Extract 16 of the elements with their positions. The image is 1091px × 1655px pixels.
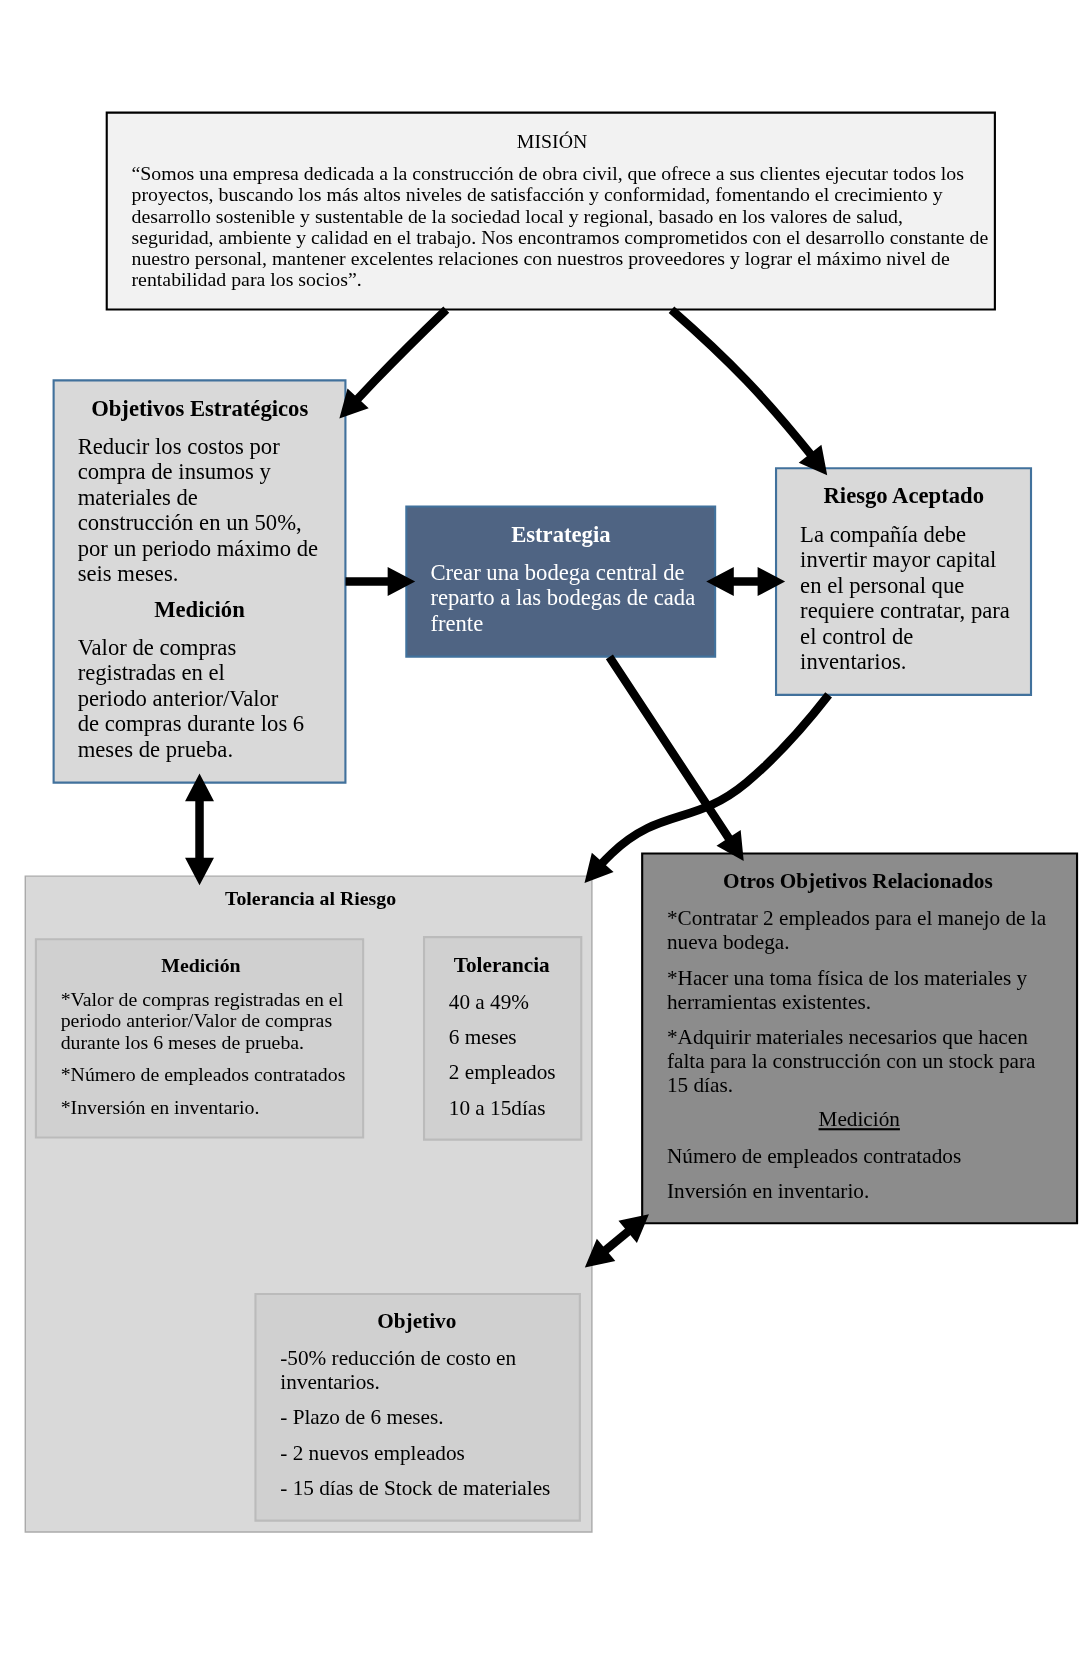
- node-box: Estrategia Crear una bodega central de reparto a las bodegas de cada frente: [405, 504, 717, 658]
- arrow: [345, 566, 416, 596]
- node-box: Objetivos Estratégicos Reducir los costos por compra de insumos y materiales de construcción en un 50%, por un periodo máximo de seis meses. Medición Valor de compras registradas en el periodo anterior/Valor de compras durante los 6 meses de prueba.: [52, 378, 347, 784]
- node-box: Otros Objetivos Relacionados *Contratar 2 empleados para el manejo de la nueva bodega. *Hacer una toma física de los materiales y herramientas existentes. *Adquirir materiales necesarios que hacen falta para la construcción con un stock para 15 días. Medición Número de empleados contratados Inversión en inventario.: [641, 851, 1079, 1224]
- arrow: [185, 773, 214, 885]
- arrow: [584, 691, 832, 883]
- node-box: Medición *Valor de compras registradas en el periodo anterior/Valor de compras durante los 6 meses de prueba. *Número de empleados contratados *Inversión en inventario.: [34, 937, 365, 1139]
- arrow: [584, 1213, 649, 1267]
- arrow: [668, 306, 828, 475]
- node-box: Objetivo -50% reducción de costo en inventarios. - Plazo de 6 meses. - 2 nuevos empleados - 15 días de Stock de materiales: [254, 1292, 581, 1522]
- node-box: Tolerancia 40 a 49% 6 meses 2 empleados 10 a 15días: [422, 935, 583, 1141]
- arrow: [339, 306, 450, 419]
- arrow: [706, 566, 786, 596]
- node-box: Riesgo Aceptado La compañía debe invertir mayor capital en el personal que requiere contratar, para el control de inventarios.: [775, 466, 1033, 696]
- arrow: [605, 654, 744, 861]
- node-box: MISIÓN “Somos una empresa dedicada a la construcción de obra civil, que ofrece a sus clientes ejecutar todos los proyectos, buscando los más altos niveles de satisfacción y conformidad, fomentando el crecimiento y desarrollo sostenible y sustentable de la sociedad local y regional, basado en los valores de salud, seguridad, ambiente y calidad en el trabajo. Nos encontramos comprometidos con el desarrollo constante de nuestro personal, mantener excelentes relaciones con nuestros proveedores y lograr el máximo nivel de rentabilidad para los socios”.: [105, 111, 996, 311]
